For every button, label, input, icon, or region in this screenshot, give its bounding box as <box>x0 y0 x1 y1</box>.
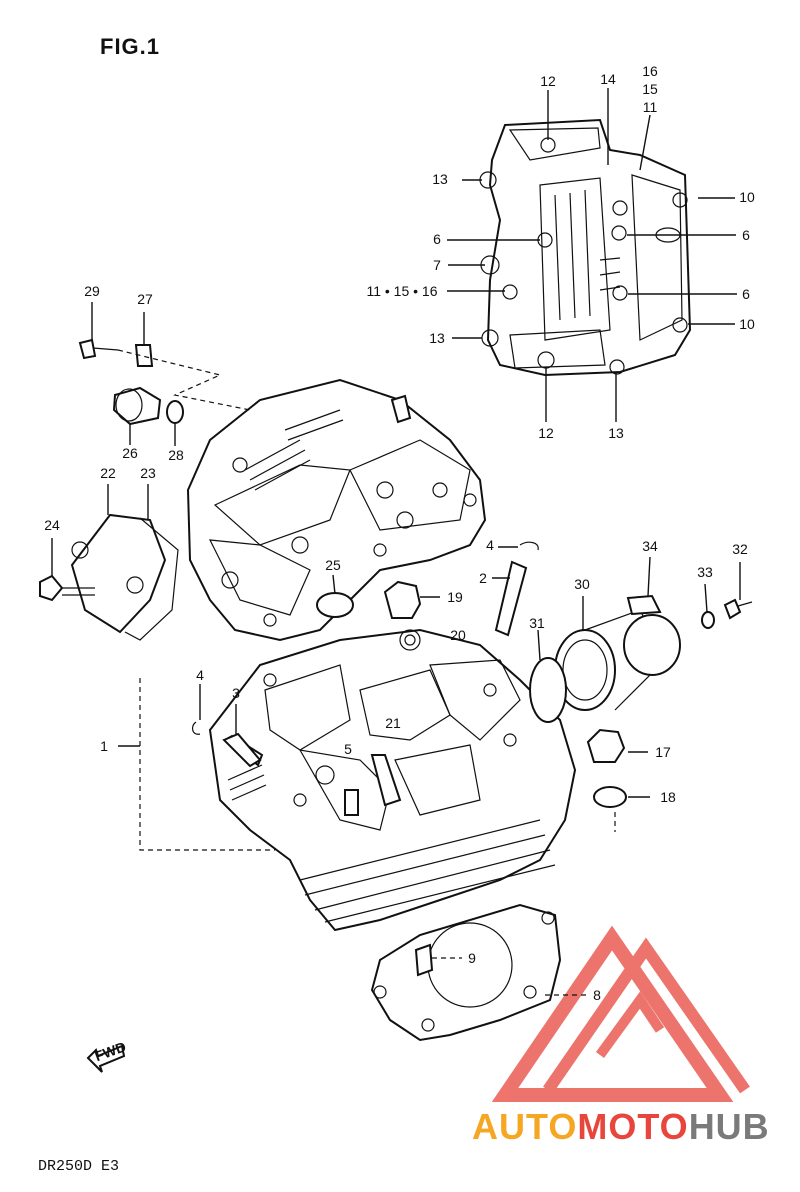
callout-23: 23 <box>140 465 156 481</box>
leader-lines <box>51 88 741 996</box>
callout-32: 32 <box>732 541 748 557</box>
callout-6: 6 <box>742 227 750 243</box>
callout-4: 4 <box>196 667 204 683</box>
callout-18: 18 <box>660 789 676 805</box>
callout-13: 13 <box>608 425 624 441</box>
callout-labels: 12 14 16 15 11 13 10 6 6 7 11 • 15 • 16 … <box>44 63 755 1064</box>
callout-7: 7 <box>433 257 441 273</box>
cylinder-head-gasket <box>370 903 562 1042</box>
callout-26: 26 <box>122 445 138 461</box>
watermark-logo <box>491 925 750 1102</box>
model-code: DR250D E3 <box>38 1158 120 1175</box>
callout-9: 9 <box>468 950 476 966</box>
camshaft-housing <box>186 378 487 642</box>
callout-34: 34 <box>642 538 658 554</box>
callout-19: 19 <box>447 589 463 605</box>
callout-3: 3 <box>232 685 240 701</box>
callout-11: 11 <box>643 99 658 115</box>
watermark-text-hub: HUB <box>688 1106 770 1147</box>
callout-17: 17 <box>655 744 671 760</box>
callout-22: 22 <box>100 465 116 481</box>
callout-10: 10 <box>739 316 755 332</box>
figure-title: FIG.1 <box>100 34 161 59</box>
callout-27: 27 <box>137 291 153 307</box>
callout-13: 13 <box>432 171 448 187</box>
callout-28: 28 <box>168 447 184 463</box>
callout-13: 13 <box>429 330 445 346</box>
callout-33: 33 <box>697 564 713 580</box>
callout-2: 2 <box>479 570 487 586</box>
callout-12: 12 <box>540 73 556 89</box>
callout-25: 25 <box>325 557 341 573</box>
callout-10: 10 <box>739 189 755 205</box>
callout-31: 31 <box>529 615 545 631</box>
cylinder-head-cover <box>479 118 692 377</box>
cylinder-head <box>208 628 577 932</box>
callout-6: 6 <box>433 231 441 247</box>
callout-11-15-16: 11 • 15 • 16 <box>366 283 437 299</box>
callout-1: 1 <box>100 738 108 754</box>
watermark-text: AUTOMOTOHUB <box>472 1106 770 1148</box>
callout-16: 16 <box>642 63 658 79</box>
callout-29: 29 <box>84 283 100 299</box>
callout-14: 14 <box>600 71 616 87</box>
callout-15: 15 <box>642 81 658 97</box>
callout-4: 4 <box>486 537 494 553</box>
small-parts <box>39 338 753 1073</box>
watermark-text-auto: AUTO <box>472 1106 578 1147</box>
callout-20: 20 <box>450 627 466 643</box>
callout-12: 12 <box>538 425 554 441</box>
callout-30: 30 <box>574 576 590 592</box>
callout-8: 8 <box>593 987 601 1003</box>
callout-6: 6 <box>742 286 750 302</box>
callout-5: 5 <box>344 741 352 757</box>
callout-24: 24 <box>44 517 60 533</box>
watermark-text-moto: MOTO <box>577 1106 689 1147</box>
callout-21: 21 <box>385 715 401 731</box>
